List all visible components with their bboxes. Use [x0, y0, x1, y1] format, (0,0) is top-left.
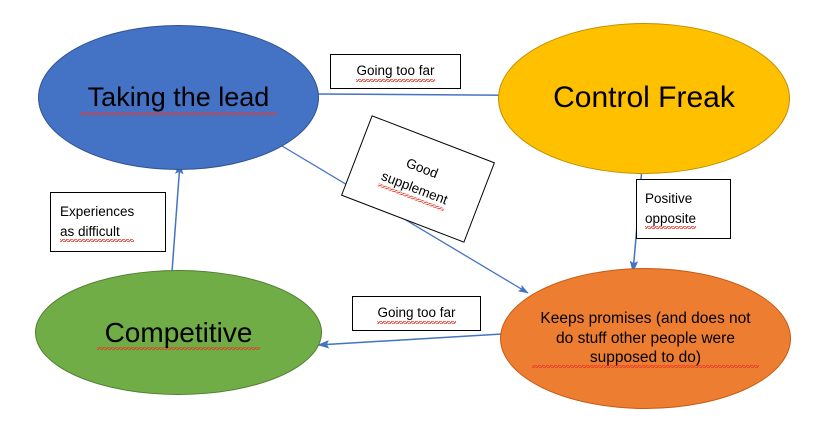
edge-label-going-too-far-top-text: Going too far [356, 61, 435, 82]
edge-label-going-too-far-top[interactable]: Going too far [330, 54, 461, 89]
node-control-freak-label: Control Freak [553, 81, 735, 115]
edge-label-positive-opposite[interactable]: Positive opposite [636, 179, 731, 239]
connector-competitive-to-taking-the-lead [171, 162, 184, 273]
node-control-freak[interactable]: Control Freak [498, 23, 790, 174]
node-keeps-promises[interactable]: Keeps promises (and does not do stuff ot… [500, 268, 791, 409]
edge-label-experiences-as-difficult[interactable]: Experiences as difficult [50, 192, 166, 252]
connector-keeps-promises-to-competitive [317, 333, 503, 349]
edge-label-going-too-far-bottom[interactable]: Going too far [352, 296, 481, 331]
node-competitive-label: Competitive [96, 314, 261, 351]
edge-label-going-too-far-bottom-text: Going too far [377, 303, 456, 324]
node-taking-the-lead-label: Taking the lead [79, 80, 278, 115]
node-taking-the-lead[interactable]: Taking the lead [38, 25, 319, 170]
edge-label-positive-opposite-text: Positive opposite [645, 188, 697, 230]
node-competitive[interactable]: Competitive [35, 270, 322, 395]
edge-label-experiences-as-difficult-text: Experiences as difficult [60, 201, 135, 243]
node-keeps-promises-label: Keeps promises (and does not do stuff ot… [532, 308, 759, 369]
edge-label-good-supplement-text: Good supplement [377, 147, 459, 211]
